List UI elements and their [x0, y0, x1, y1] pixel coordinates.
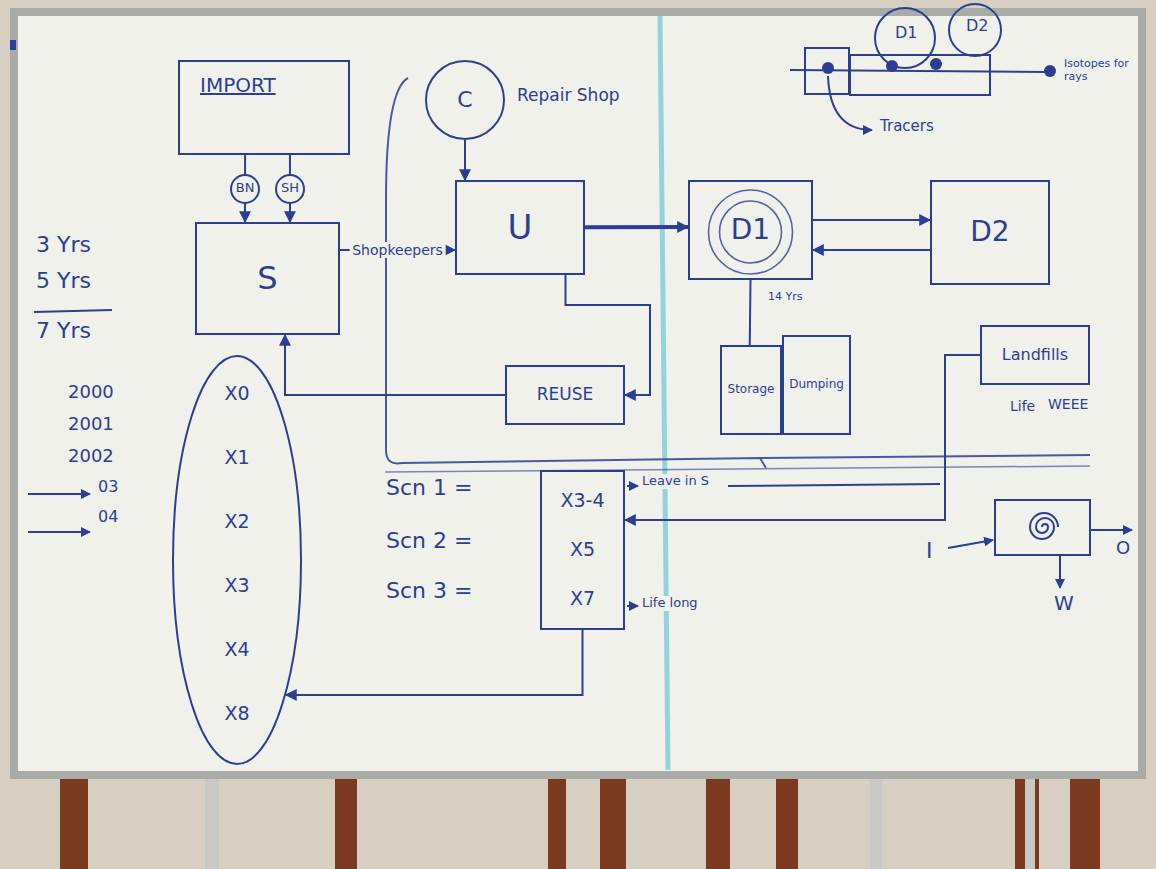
- node-label: X5: [570, 539, 595, 561]
- node-label: Dumping: [789, 378, 844, 392]
- edge-label: BN: [230, 174, 260, 204]
- node-label: D1: [731, 214, 770, 246]
- flow-arrow: [813, 219, 930, 221]
- node-label: X3-4: [560, 490, 604, 512]
- edge-label: SH: [275, 174, 305, 204]
- tracer-sketch: [790, 4, 1045, 130]
- board-note: Life: [1008, 398, 1037, 414]
- process-box: D1: [688, 180, 813, 280]
- process-box: IMPORT: [178, 60, 350, 155]
- board-note: 04: [96, 508, 120, 526]
- process-box: Dumping: [782, 335, 851, 435]
- node-label: X8: [224, 703, 249, 725]
- ellipse-node: CRepair Shop: [425, 60, 505, 140]
- node-label: REUSE: [537, 385, 594, 405]
- board-note: D1: [893, 24, 920, 42]
- board-note: 3 Yrs: [34, 232, 93, 257]
- process-box: Storage: [720, 345, 782, 435]
- board-note: 2000: [66, 382, 116, 403]
- node-label: Landfills: [1002, 346, 1068, 364]
- flow-arrow: [813, 249, 930, 251]
- node-label: X2: [224, 511, 249, 533]
- node-label: IMPORT: [200, 74, 276, 97]
- board-note: O: [1114, 538, 1132, 559]
- node-label: Storage: [728, 383, 775, 397]
- flow-arrow: [289, 155, 291, 222]
- flow-arrow: [585, 225, 688, 229]
- board-note: Scn 3 =: [384, 578, 474, 603]
- node-label: X0: [224, 383, 249, 405]
- ellipse-outline: [172, 355, 302, 765]
- board-note: Isotopes for rays: [1062, 58, 1136, 83]
- ellipse-node: X0X1X2X3X4X8: [172, 355, 302, 765]
- board-note: Scn 1 =: [384, 475, 474, 500]
- board-note: Leave in S: [640, 474, 711, 489]
- flow-arrow: [566, 275, 651, 395]
- node-label: U: [508, 208, 533, 247]
- board-note: W: [1052, 592, 1076, 615]
- process-box: Landfills: [980, 325, 1090, 385]
- board-note: 14 Yrs: [766, 291, 804, 304]
- board-note: I: [924, 538, 935, 563]
- node-label: X1: [224, 447, 249, 469]
- flow-arrow: [244, 155, 246, 222]
- node-label: X3: [224, 575, 249, 597]
- process-box: S: [195, 222, 340, 335]
- board-note: 03: [96, 478, 120, 496]
- node-label: X7: [570, 588, 595, 610]
- edge-label: Shopkeepers: [349, 242, 446, 258]
- process-sketch: [948, 500, 1132, 588]
- process-box: X3-4X5X7: [540, 470, 625, 630]
- node-caption: Repair Shop: [517, 86, 620, 106]
- board-note: Tracers: [878, 118, 936, 135]
- board-note: 7 Yrs: [34, 318, 93, 343]
- flow-arrow: [464, 140, 466, 180]
- process-box: REUSE: [505, 365, 625, 425]
- node-label: S: [257, 260, 277, 297]
- board-note: 5 Yrs: [34, 268, 93, 293]
- ellipse-outline: [425, 60, 505, 140]
- node-label: D2: [970, 216, 1009, 248]
- board-note: 2002: [66, 446, 116, 467]
- node-label: X4: [224, 639, 249, 661]
- board-note: Life long: [640, 596, 700, 611]
- easel-legs: [60, 770, 1100, 869]
- board-note: WEEE: [1046, 396, 1090, 412]
- process-box: U: [455, 180, 585, 275]
- board-note: Scn 2 =: [384, 528, 474, 553]
- flow-arrow: [749, 280, 752, 345]
- flow-arrow: [286, 630, 583, 695]
- board-note: D2: [964, 17, 991, 35]
- flow-arrow: [625, 355, 980, 520]
- flow-arrow: [285, 335, 505, 395]
- node-label: C: [457, 87, 472, 112]
- board: [14, 12, 1142, 775]
- flow-arrow: [340, 249, 455, 251]
- board-note: 2001: [66, 414, 116, 435]
- process-box: D2: [930, 180, 1050, 285]
- ring-symbol: [690, 182, 811, 278]
